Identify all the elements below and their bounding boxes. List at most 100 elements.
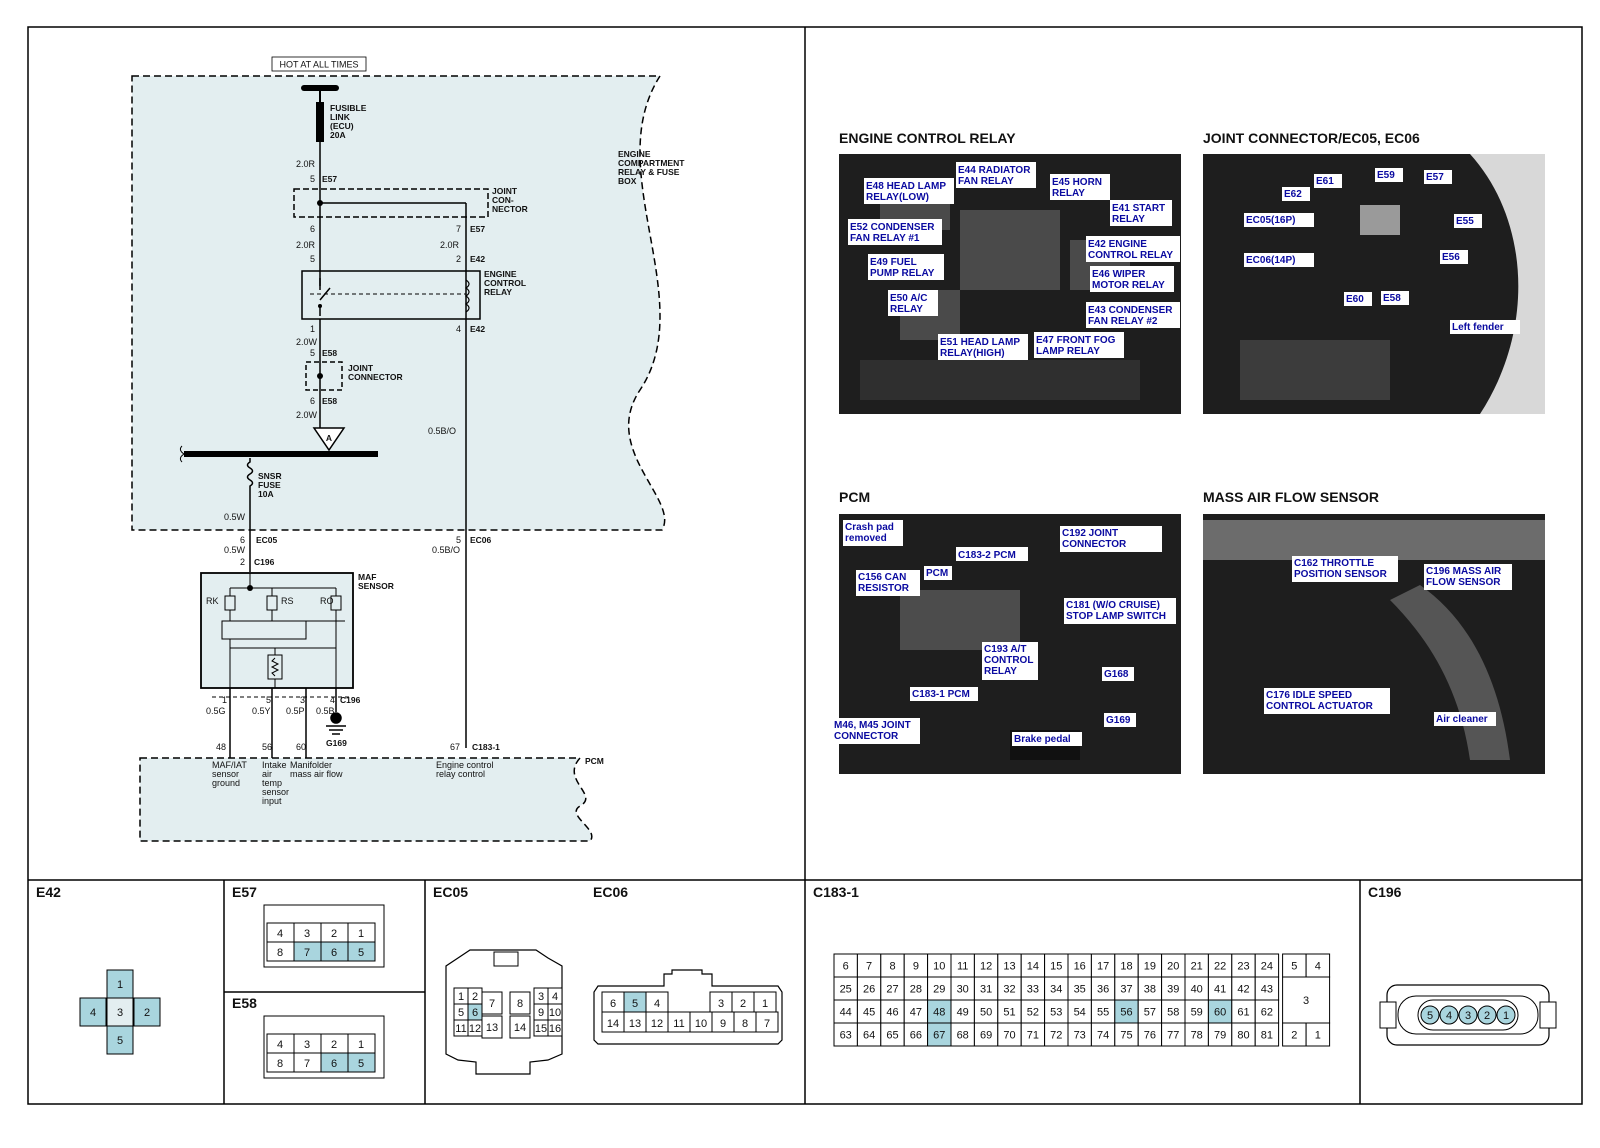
photo-panel: ENGINE CONTROL RELAY E48 HEAD LAMP RELAY… xyxy=(832,130,1545,774)
c1831-pin-cell xyxy=(1282,976,1331,1024)
ecr-e43-2: FAN RELAY #2 xyxy=(1088,316,1158,327)
ecr-e48-1: E48 HEAD LAMP xyxy=(866,181,946,192)
ecr-e46-2: MOTOR RELAY xyxy=(1092,280,1165,291)
pcm-g169: G169 xyxy=(1106,715,1131,726)
pin-p1: 5 xyxy=(310,174,315,184)
ec05-pin-5: 5 xyxy=(458,1007,464,1019)
c1831-pin-label: 60 xyxy=(1214,1007,1226,1019)
c1831-pin-label: 59 xyxy=(1191,1007,1203,1019)
pin-p8: 5 xyxy=(310,348,315,358)
ec05-body xyxy=(445,949,563,1075)
joint-e57: E57 xyxy=(1426,172,1444,183)
c1831-pin-label: 23 xyxy=(1237,961,1249,973)
maf-iat-1: MAF/IAT xyxy=(212,760,247,770)
wire-w10: 0.5G xyxy=(206,706,226,716)
c1831-pin-cell xyxy=(1254,1022,1280,1047)
ec06-pin-1: 1 xyxy=(762,998,768,1010)
conn-ec06: EC06 xyxy=(470,535,492,545)
wire-w4: 2.0W xyxy=(296,337,318,347)
resistor-ro: RO xyxy=(320,596,334,606)
ec06-pin-3: 3 xyxy=(718,998,724,1010)
engine-control-relay-symbol xyxy=(301,270,481,320)
connector-views: E42 1 4 3 2 5 E57 4 3 2 1 8 7 6 5 E58 xyxy=(36,884,1557,1079)
ecr-e47-2: LAMP RELAY xyxy=(1036,346,1100,357)
page-frame xyxy=(27,26,1583,1105)
e57-title: E57 xyxy=(232,884,257,900)
relay-control-2: relay control xyxy=(436,769,485,779)
relay-box-area xyxy=(131,75,666,531)
pcm-c156-2: RESISTOR xyxy=(858,583,910,594)
joint-e61: E61 xyxy=(1316,176,1334,187)
relay-box-label-3: RELAY & FUSE xyxy=(618,167,680,177)
c1831-pin-label: 70 xyxy=(1003,1030,1015,1042)
c1831-pin-label: 43 xyxy=(1261,984,1273,996)
ec06-pin-5: 5 xyxy=(632,998,638,1010)
schematic: HOT AT ALL TIMES FUSIBLE LINK (ECU) 20A … xyxy=(131,56,685,842)
c1831-pin-label: 5 xyxy=(1291,961,1297,973)
c1831-pin-label: 29 xyxy=(933,984,945,996)
e58-title: E58 xyxy=(232,995,257,1011)
wire-w7: 0.5W xyxy=(224,545,246,555)
c196-pin-3: 3 xyxy=(1465,1010,1471,1022)
pcm-m46-2: CONNECTOR xyxy=(834,731,899,742)
c1831-pin-label: 3 xyxy=(1303,995,1309,1007)
c196-pin-2: 2 xyxy=(1484,1010,1490,1022)
pin-p10: 6 xyxy=(240,535,245,545)
pcm-c181-2: STOP LAMP SWITCH xyxy=(1066,611,1166,622)
conn-c1831: C183-1 xyxy=(472,742,500,752)
e42-pin-2: 2 xyxy=(144,1007,150,1019)
c1831-pin-label: 46 xyxy=(886,1007,898,1019)
joint-connector-1 xyxy=(293,188,489,218)
c1831-pin-label: 26 xyxy=(863,984,875,996)
conn-e42b: E42 xyxy=(470,324,485,334)
c1831-pin-label: 4 xyxy=(1315,961,1321,973)
intake-5: input xyxy=(262,796,282,806)
c1831-pin-label: 78 xyxy=(1191,1030,1203,1042)
pin-p16: 4 xyxy=(330,695,335,705)
pcm-label: PCM xyxy=(585,756,604,766)
conn-e58a: E58 xyxy=(322,348,337,358)
ecr-e51-1: E51 HEAD LAMP xyxy=(940,337,1020,348)
intake-4: sensor xyxy=(262,787,289,797)
ec06-pin-13: 13 xyxy=(629,1018,641,1030)
fusible-link-line-1: FUSIBLE xyxy=(330,103,367,113)
relay-box-label-2: COMPARTMENT xyxy=(618,158,685,168)
c1831-pin-label: 73 xyxy=(1074,1030,1086,1042)
c1831-pin-label: 32 xyxy=(1003,984,1015,996)
c1831-pin-cell xyxy=(1305,1022,1331,1047)
ecr-e47-1: E47 FRONT FOG xyxy=(1036,335,1116,346)
intake-3: temp xyxy=(262,778,282,788)
e57-pin-bot-4: 5 xyxy=(358,947,364,959)
ec05-pin-15: 15 xyxy=(535,1023,547,1035)
fusible-link-line-2: LINK xyxy=(330,112,351,122)
c1831-pin-label: 6 xyxy=(843,961,849,973)
c1831-pin-label: 68 xyxy=(957,1030,969,1042)
ec05-pin-7: 7 xyxy=(489,998,495,1010)
c1831-pin-label: 27 xyxy=(886,984,898,996)
c1831-pin-label: 47 xyxy=(910,1007,922,1019)
c1831-pin-label: 51 xyxy=(1003,1007,1015,1019)
c1831-pin-label: 52 xyxy=(1027,1007,1039,1019)
pin-p2: 6 xyxy=(310,224,315,234)
maf-c196-2: FLOW SENSOR xyxy=(1426,577,1501,588)
ec06-pin-7: 7 xyxy=(764,1018,770,1030)
ec06-pin-4: 4 xyxy=(654,998,660,1010)
c1831-pin-label: 16 xyxy=(1074,961,1086,973)
e58-pin-bot-3: 6 xyxy=(331,1058,337,1070)
c1831-pin-label: 22 xyxy=(1214,961,1226,973)
c1831-pin-label: 13 xyxy=(1003,961,1015,973)
resistor-rs: RS xyxy=(281,596,294,606)
c196-pin-5: 5 xyxy=(1427,1010,1433,1022)
c1831-pin-label: 79 xyxy=(1214,1030,1226,1042)
ec06-pin-2: 2 xyxy=(740,998,746,1010)
pcm-c193-2: CONTROL xyxy=(984,655,1033,666)
ec06-title: EC06 xyxy=(593,884,628,900)
joint-ec06: EC06(14P) xyxy=(1246,255,1295,266)
pin-p12: 2 xyxy=(240,557,245,567)
c1831-pin-label: 39 xyxy=(1167,984,1179,996)
c1831-title: C183-1 xyxy=(813,884,859,900)
c1831-pin-label: 31 xyxy=(980,984,992,996)
c1831-pin-label: 49 xyxy=(957,1007,969,1019)
c1831-pin-label: 54 xyxy=(1074,1007,1086,1019)
c1831-pin-label: 19 xyxy=(1144,961,1156,973)
